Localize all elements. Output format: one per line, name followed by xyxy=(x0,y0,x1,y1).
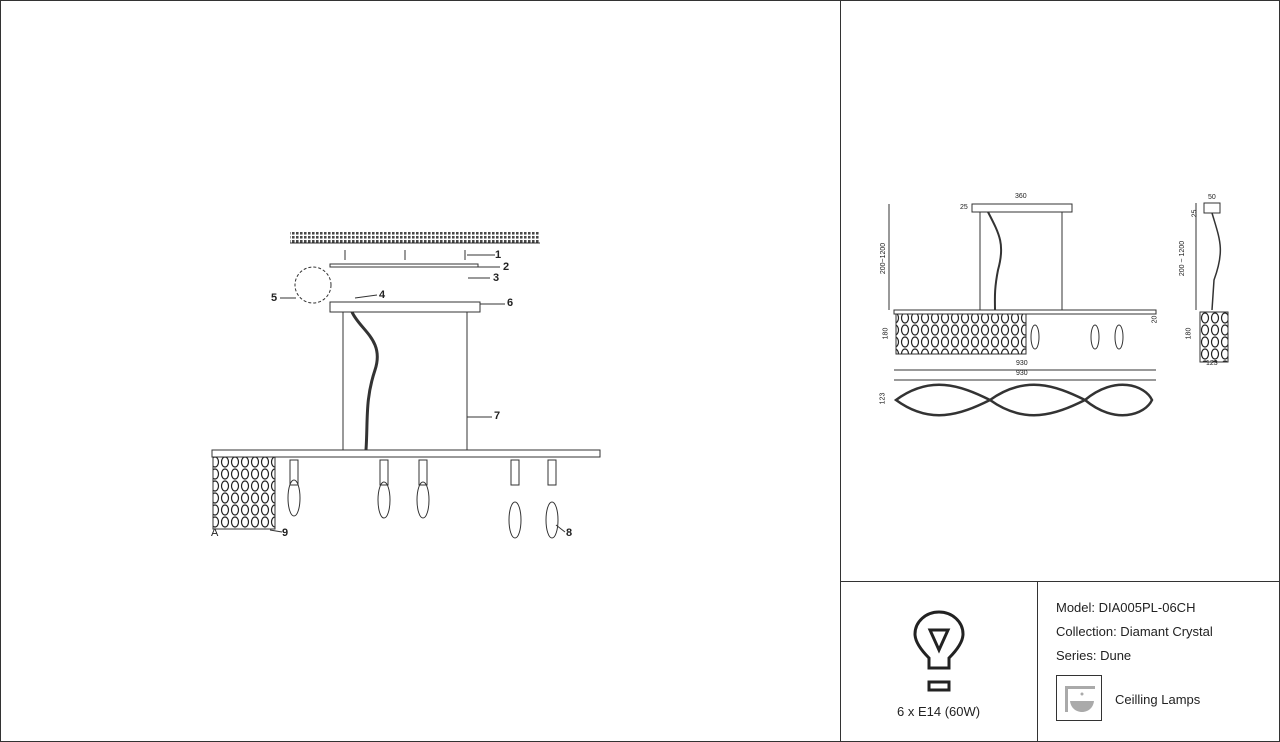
ceiling-lamp-icon xyxy=(1056,675,1102,721)
info-panel-top-line xyxy=(840,581,1280,582)
dim-canopy-width: 360 xyxy=(1015,193,1027,200)
part-label-3: 3 xyxy=(493,272,500,284)
dim-suspension-range: 200~1200 xyxy=(880,242,888,275)
dim-bar-height: 20 xyxy=(1151,315,1159,324)
part-label-5: 5 xyxy=(271,292,278,304)
drawing-panel-divider xyxy=(840,0,842,742)
dim-depth: 123 xyxy=(879,392,887,405)
part-label-9: 9 xyxy=(282,527,289,539)
detail-label-a: A xyxy=(211,527,219,539)
part-label-2: 2 xyxy=(503,261,510,273)
part-label-1: 1 xyxy=(495,249,502,261)
dim-canopy-height: 25 xyxy=(960,204,968,211)
part-label-8: 8 xyxy=(566,527,573,539)
light-bulb-icon xyxy=(913,610,965,692)
dim-side-suspension-range: 200 ~ 1200 xyxy=(1179,240,1187,277)
dim-side-canopy-width: 50 xyxy=(1208,194,1216,201)
dim-top-length: 930 xyxy=(1016,370,1028,377)
collection-text: Collection: Diamant Crystal xyxy=(1056,624,1213,639)
category-text: Ceilling Lamps xyxy=(1115,692,1201,707)
dim-side-depth: 123 xyxy=(1206,360,1218,367)
dim-side-canopy-height: 25 xyxy=(1191,209,1199,218)
info-panel-divider xyxy=(1037,581,1038,742)
bulb-spec: 6 x E14 (60W) xyxy=(897,704,981,719)
part-label-7: 7 xyxy=(494,410,501,422)
dim-body-height: 180 xyxy=(882,327,890,340)
part-label-6: 6 xyxy=(507,297,514,309)
dim-side-height: 180 xyxy=(1185,327,1193,340)
dim-body-length: 930 xyxy=(1016,360,1028,367)
model-text: Model: DIA005PL-06CH xyxy=(1056,600,1196,615)
assembly-diagram xyxy=(211,231,601,539)
series-text: Series: Dune xyxy=(1056,648,1132,663)
candle-bulbs xyxy=(287,459,559,539)
part-label-4: 4 xyxy=(379,289,386,301)
